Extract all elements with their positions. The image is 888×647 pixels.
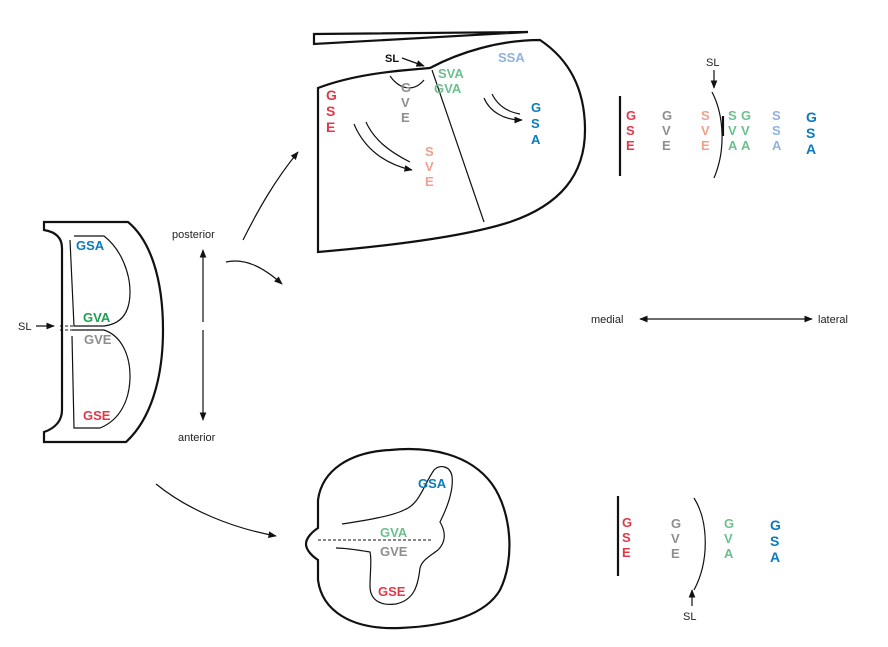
column-gsa-cord: G S A (770, 517, 785, 565)
brainstem-roof (312, 30, 529, 46)
column-gve-brainstem: G V E (662, 108, 676, 153)
label-gsa-tube: GSA (76, 238, 105, 253)
column-sva-brainstem: S V A (728, 108, 740, 153)
arrow-to-medulla (242, 151, 299, 241)
posterior-anterior-axis: posterior anterior (172, 229, 216, 444)
label-sl-brainstem-schematic: SL (706, 57, 719, 69)
label-sl-brainstem: SL (385, 53, 399, 65)
neural-tube-section: GSA GVA GVE GSE SL (18, 220, 165, 444)
migration-arrow-sve (353, 123, 413, 172)
neural-tube-outline (42, 220, 165, 444)
column-gse-brainstem: G S E (626, 108, 640, 153)
column-gva-brainstem: G V A (741, 108, 755, 153)
ventral-mantle-boundary (71, 329, 131, 429)
dorsal-mantle-boundary (69, 235, 131, 327)
label-sva-brainstem: SVA (438, 66, 464, 81)
label-lateral: lateral (818, 314, 848, 326)
label-gve-cord: GVE (380, 544, 408, 559)
brainstem-column-schematic: SL G S E G V E S V E S V A G V A (618, 57, 821, 179)
spinal-cord-section: GSA GVA GVE GSE (304, 447, 511, 630)
column-sve-brainstem: S V E (701, 108, 713, 153)
sulcus-line-brainstem-schematic (711, 91, 723, 179)
label-gva-cord: GVA (380, 525, 408, 540)
label-gsa-cord: GSA (418, 476, 447, 491)
label-sl-tube: SL (18, 321, 31, 333)
column-gse-cord: G S E (622, 515, 636, 560)
sulcus-line-cord-schematic (693, 497, 706, 591)
label-gva-brainstem: GVA (434, 81, 462, 96)
brainstem-dividing-line (431, 69, 485, 223)
arrow-to-pons (225, 260, 283, 285)
label-gse-cord: GSE (378, 584, 406, 599)
label-gva-tube: GVA (83, 310, 111, 325)
label-ssa-brainstem: SSA (498, 50, 525, 65)
label-anterior: anterior (178, 432, 216, 444)
label-gve-brainstem: G V E (401, 80, 415, 125)
brainstem-section: SL G S E G V E SVA GVA SSA S V E G S A (312, 30, 587, 254)
label-gsa-brainstem: G S A (531, 100, 545, 147)
column-gve-cord: G V E (671, 516, 685, 561)
column-ssa-brainstem: S S A (772, 108, 784, 153)
label-gse-tube: GSE (83, 408, 111, 423)
migration-arrow-gsa-inner (491, 93, 521, 115)
spinal-cord-column-schematic: SL G S E G V E G V A G S A (616, 496, 785, 623)
column-gsa-brainstem: G S A (806, 109, 821, 157)
gray-matter-outline (335, 466, 453, 605)
brainstem-sulcus-wave (389, 75, 425, 89)
migration-arrow-sve-inner (365, 121, 411, 163)
migration-arrow-gsa (483, 97, 523, 124)
brainstem-outline (316, 38, 587, 254)
column-gva-cord: G V A (724, 516, 738, 561)
spinal-cord-outline (304, 447, 511, 630)
label-sve-brainstem: S V E (425, 144, 437, 189)
label-posterior: posterior (172, 229, 215, 241)
medial-lateral-axis: medial lateral (591, 314, 848, 326)
ventricle-line (60, 325, 74, 331)
label-medial: medial (591, 314, 623, 326)
arrow-to-spinal-cord (155, 483, 277, 538)
label-sl-cord-schematic: SL (683, 611, 696, 623)
sl-arrow-brainstem (401, 57, 425, 67)
label-gve-tube: GVE (84, 332, 112, 347)
label-gse-brainstem: G S E (326, 87, 341, 135)
